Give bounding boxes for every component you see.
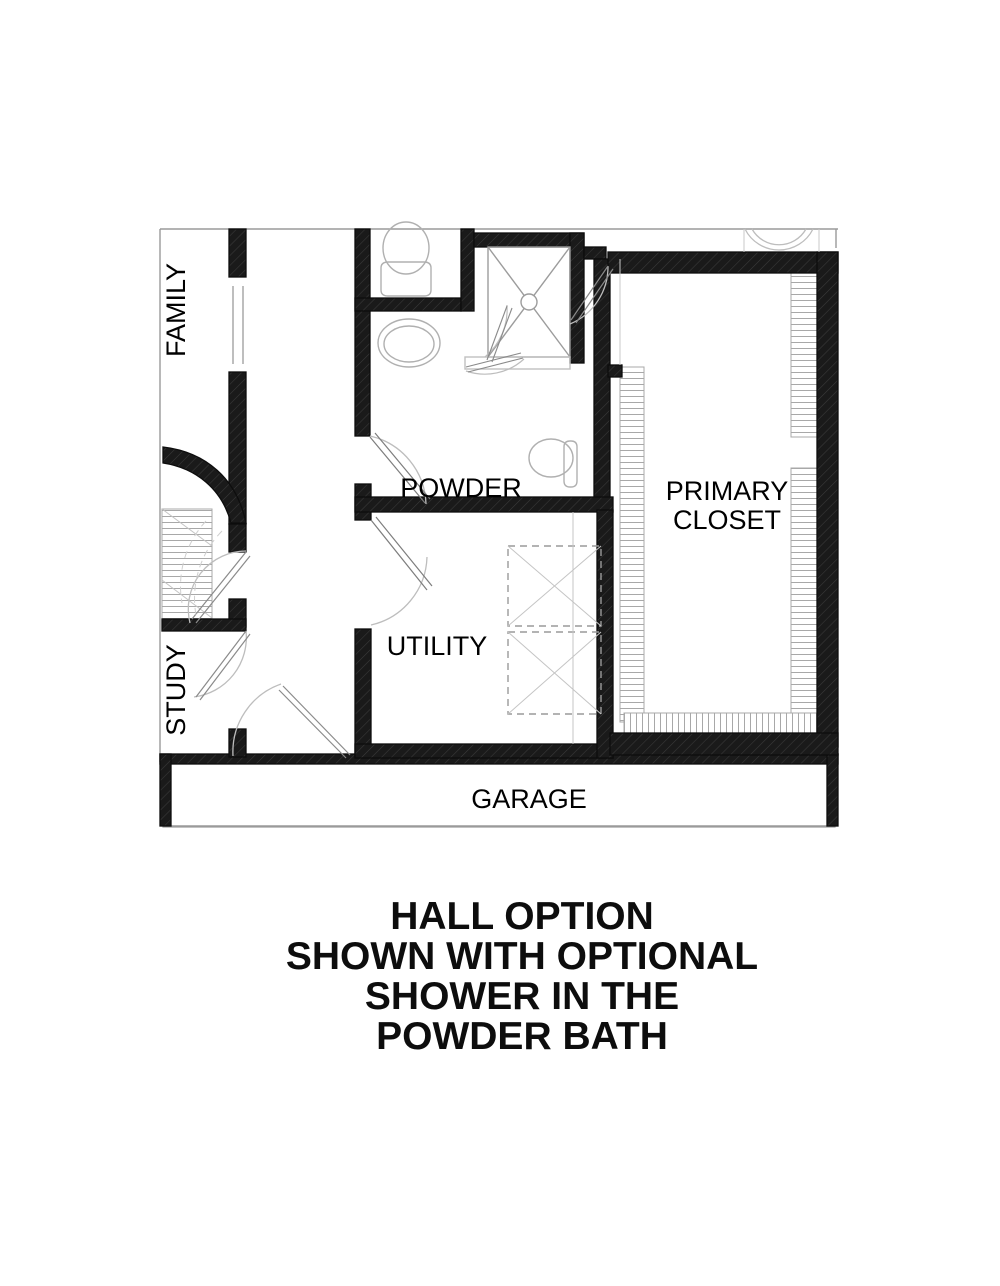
wall-shower-jog — [583, 246, 607, 260]
room-labels: FAMILY STUDY POWDER UTILITY PRIMARY CLOS… — [161, 263, 788, 814]
wall-closet-bottom — [609, 732, 839, 756]
wall-shower-top — [473, 232, 585, 248]
wall-utility-left — [354, 628, 372, 758]
door-arc-top — [744, 228, 814, 251]
wall-study-post-lower — [228, 728, 247, 758]
wall-closet-top — [607, 251, 839, 274]
closet-shelving-right — [790, 271, 820, 724]
dryer — [507, 631, 602, 715]
door-powder-top — [369, 432, 431, 505]
powder-toilet-icon — [528, 438, 578, 488]
caption-line-4: POWDER BATH — [376, 1015, 668, 1058]
door-primary-closet — [569, 265, 614, 325]
wall-hall-left — [228, 523, 247, 553]
fixtures — [232, 221, 820, 744]
room-label-garage: GARAGE — [471, 784, 587, 814]
closet-shelving-left — [619, 366, 645, 723]
room-label-powder: POWDER — [400, 473, 522, 503]
wall-closet-left-stub — [607, 364, 623, 378]
door-shower — [465, 352, 525, 375]
toilet-icon — [380, 221, 432, 297]
wall-powder-bottom — [354, 496, 614, 513]
washer-dryer-icons — [507, 545, 602, 715]
room-label-utility: UTILITY — [387, 631, 488, 661]
wall-toilet-alcove — [354, 297, 462, 312]
room-label-primary-closet-line2: CLOSET — [673, 505, 781, 535]
caption-line-3: SHOWER IN THE — [365, 975, 679, 1018]
caption-line-2: SHOWN WITH OPTIONAL — [286, 935, 758, 978]
boundary-outlines — [159, 228, 838, 827]
washer — [507, 545, 602, 627]
wall-arch-curve — [162, 446, 247, 524]
shower-icon — [464, 246, 571, 370]
wall-family-upper — [228, 228, 247, 278]
room-label-primary-closet: PRIMARY — [666, 476, 789, 506]
plan-caption: HALL OPTION SHOWN WITH OPTIONAL SHOWER I… — [286, 895, 758, 1058]
door-study — [193, 630, 251, 701]
entry-shelving — [161, 508, 213, 620]
door-bath-jog — [484, 304, 513, 363]
door-utility — [370, 516, 433, 626]
wall-bath-left — [354, 228, 371, 437]
wall-utility-bottom — [354, 743, 614, 759]
room-label-study: STUDY — [161, 644, 191, 736]
room-label-family: FAMILY — [161, 263, 191, 357]
door-swings — [180, 265, 614, 759]
wall-closet-right — [816, 251, 839, 748]
door-garage — [232, 683, 351, 759]
door-entry — [180, 520, 251, 624]
sliding-door-dashes — [232, 286, 244, 364]
caption-line-1: HALL OPTION — [390, 895, 654, 938]
wall-alcove-right — [460, 228, 475, 312]
sink-icon — [377, 318, 441, 368]
wall-shower-right — [569, 232, 585, 364]
wall-powder-right — [593, 258, 611, 504]
wall-entry-bottom — [161, 618, 247, 632]
walls — [161, 228, 839, 759]
